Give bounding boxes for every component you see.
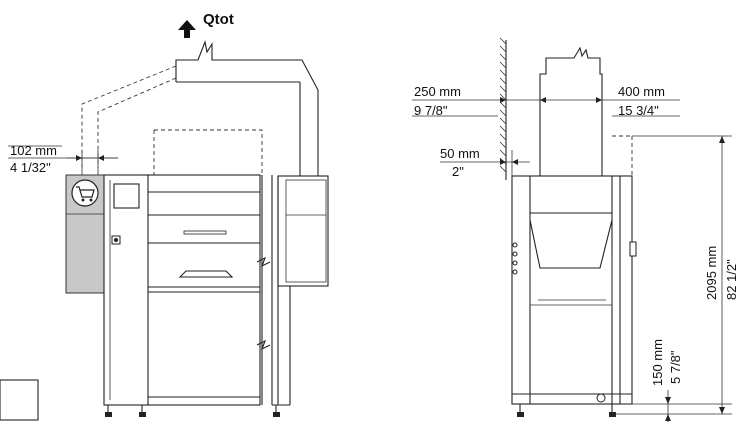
hood-duct-dashed (81, 65, 263, 175)
side-clearance-dimension (8, 145, 118, 176)
adjacent-unit (0, 379, 39, 421)
front-view: Qtot 102 mm 4 1/32" (0, 11, 329, 421)
side-clearance-mm: 102 mm (10, 143, 57, 158)
side-view: 250 mm 9 7/8" 400 mm 15 3/4" 50 mm 2" (412, 37, 739, 422)
total-height-mm: 2095 mm (704, 246, 719, 300)
duct-width-mm: 400 mm (618, 84, 665, 99)
machine-side-body (511, 135, 637, 417)
side-clearance-inch: 4 1/32" (10, 160, 51, 175)
exhaust-arrow-icon (178, 20, 196, 38)
foot-height-mm: 150 mm (650, 339, 665, 386)
break-section (256, 175, 290, 417)
wall-gap-dimension (440, 150, 530, 178)
cart-icon (71, 179, 99, 207)
foot-height-inch: 5 7/8" (668, 350, 683, 384)
wall-gap-mm: 50 mm (440, 146, 480, 161)
duct-width-inch: 15 3/4" (618, 103, 659, 118)
wall-clearance-inch: 9 7/8" (414, 103, 448, 118)
wall-clearance-mm: 250 mm (414, 84, 461, 99)
wall-gap-inch: 2" (452, 164, 464, 179)
total-height-inch: 82 1/2" (724, 259, 739, 300)
exhaust-label: Qtot (203, 11, 234, 28)
exhaust-duct (175, 40, 319, 176)
knob-icons (512, 242, 518, 275)
wall (499, 37, 507, 180)
height-dimensions (612, 135, 732, 422)
side-exhaust-duct (539, 46, 603, 176)
display-screen (113, 183, 140, 209)
extension-module (277, 175, 329, 405)
duct-dimensions (412, 97, 680, 117)
machine-body (103, 174, 261, 417)
